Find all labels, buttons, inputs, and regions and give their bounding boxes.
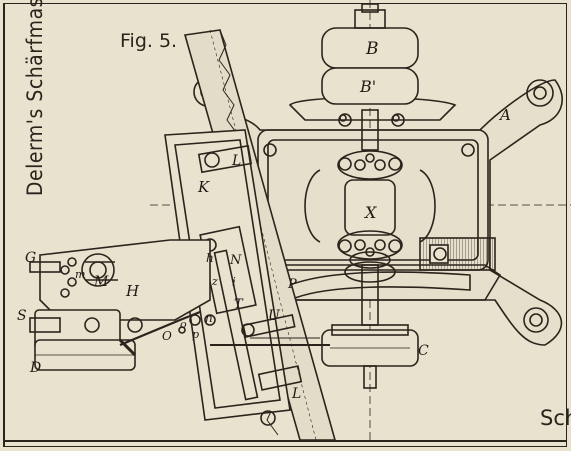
label-N: N	[229, 253, 242, 268]
label-m: m	[75, 268, 85, 281]
label-L-lower: L	[291, 386, 301, 402]
label-T: T	[234, 297, 244, 312]
label-B-prime: B'	[359, 77, 376, 96]
label-X: X	[363, 203, 377, 222]
label-z: z	[211, 275, 218, 288]
label-K: K	[197, 178, 210, 196]
label-n: n	[205, 311, 213, 325]
label-B: B	[365, 39, 379, 59]
arm-H	[39, 239, 211, 321]
label-O: O	[162, 329, 172, 343]
label-S: S	[17, 308, 27, 324]
label-H: H	[125, 282, 140, 300]
label-M: M	[93, 274, 109, 290]
label-L-upper: L	[231, 153, 241, 169]
label-p: p	[192, 328, 199, 341]
label-C: C	[418, 343, 429, 359]
label-D: D	[29, 360, 41, 376]
label-A: A	[498, 106, 511, 124]
left-margin-rule	[3, 3, 5, 447]
wheel-B-prime	[321, 67, 419, 105]
label-G: G	[25, 250, 36, 266]
corner-text: Sch	[540, 406, 571, 430]
belt-P	[288, 271, 471, 300]
figure-label: Fig. 5.	[120, 30, 178, 52]
label-i: i	[232, 275, 236, 289]
carriage-K	[164, 129, 291, 421]
spindle-X	[344, 179, 396, 236]
bottom-rule	[3, 440, 567, 442]
label-U: U	[268, 308, 281, 324]
label-P: P	[287, 277, 297, 292]
label-h: h	[206, 251, 214, 265]
label-o: o	[180, 318, 187, 331]
